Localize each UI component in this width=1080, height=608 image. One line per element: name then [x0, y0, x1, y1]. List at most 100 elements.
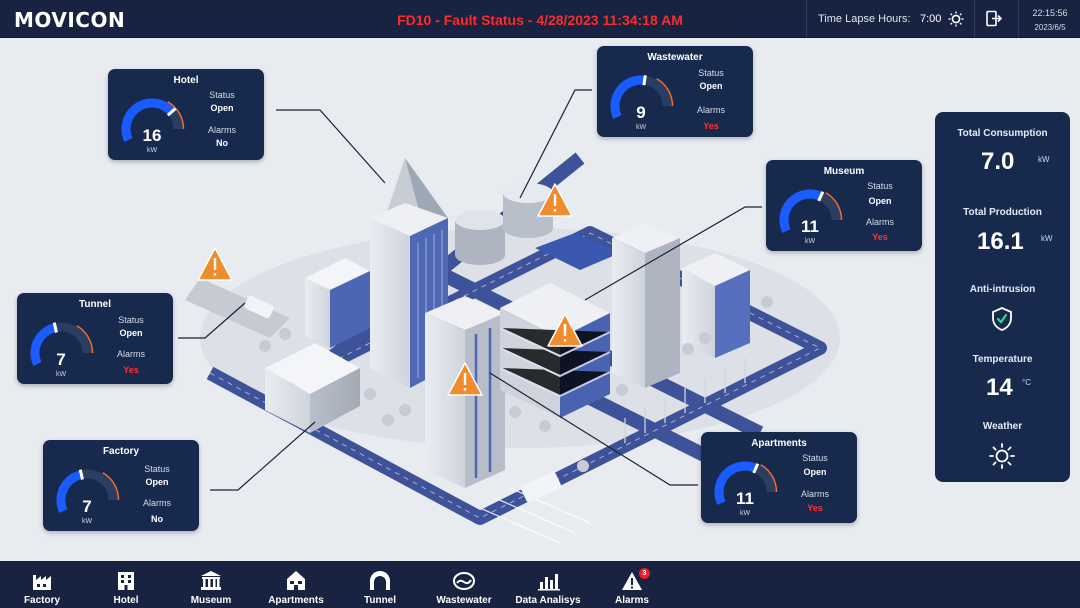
header-divider — [1018, 0, 1019, 38]
anti-intrusion-label: Anti-intrusion — [969, 284, 1036, 295]
time-lapse-label: Time Lapse Hours: — [818, 13, 911, 25]
gauge-needle — [642, 75, 647, 86]
gauge-value: 11 — [736, 489, 754, 508]
gauge-fill — [779, 189, 823, 233]
status-value: Open — [210, 103, 234, 113]
gauge-danger-zone — [825, 192, 843, 221]
nav-item-apartments[interactable]: Apartments — [256, 561, 336, 608]
gauge-value: 7 — [82, 497, 92, 516]
nav-label: Museum — [190, 595, 232, 606]
panel-title: Museum — [823, 166, 865, 177]
app-logo: Movicon — [14, 8, 126, 32]
total-production-label: Total Production — [963, 207, 1042, 218]
city-illustration — [178, 89, 840, 544]
gauge — [121, 98, 185, 142]
museum-panel[interactable]: Museum 11 kW Status Open Alarms Yes — [766, 160, 922, 251]
nav-item-alarms[interactable]: 3 Alarms — [592, 561, 672, 608]
total-consumption-unit: kW — [1038, 155, 1050, 164]
nav-item-data-analysis[interactable]: Data Analisys — [508, 561, 588, 608]
alarm-icon — [622, 572, 642, 590]
gauge-value: 16 — [142, 126, 162, 145]
hotel-tower — [370, 158, 448, 388]
gauge-unit: kW — [804, 238, 816, 245]
gauge-value: 11 — [801, 217, 819, 236]
gauge — [610, 75, 674, 119]
gauge-danger-zone — [760, 464, 778, 493]
wastewater-icon — [453, 572, 475, 590]
nav-item-hotel[interactable]: Hotel — [86, 561, 166, 608]
gauge-needle — [78, 469, 84, 480]
alarms-value: Yes — [807, 503, 823, 513]
gauge — [30, 322, 94, 366]
status-label: Status — [144, 464, 170, 474]
chart-icon — [538, 574, 560, 591]
nav-label: Wastewater — [436, 595, 492, 606]
nav-item-wastewater[interactable]: Wastewater — [424, 561, 504, 608]
header-bar: Movicon FD10 - Fault Status - 4/28/2023 … — [0, 0, 1080, 38]
gauge-danger-zone — [167, 101, 185, 130]
panel-title: Apartments — [751, 438, 807, 449]
nav-item-tunnel[interactable]: Tunnel — [340, 561, 420, 608]
alarms-label: Alarms — [696, 105, 725, 115]
museum-icon — [201, 571, 221, 590]
status-value: Open — [868, 196, 892, 206]
tunnel-icon — [370, 571, 390, 590]
nav-label: Hotel — [113, 595, 139, 606]
gauge-danger-zone — [102, 472, 120, 501]
status-value: Open — [699, 81, 723, 91]
nav-item-museum[interactable]: Museum — [171, 561, 251, 608]
leader-lines — [178, 89, 762, 491]
warning-icon — [547, 313, 583, 347]
status-value: Open — [803, 467, 827, 477]
nav-label: Apartments — [268, 595, 324, 606]
wastewater-panel[interactable]: Wastewater 9 kW Status Open Alarms Yes — [597, 46, 753, 137]
hotel-panel[interactable]: Hotel 16 kW Status Open Alarms No — [108, 69, 264, 160]
gauge-needle — [166, 107, 177, 117]
temperature-value: 14 — [986, 374, 1013, 401]
status-value: Open — [119, 328, 143, 338]
gauge-fill — [30, 323, 57, 366]
temperature-unit: °C — [1022, 378, 1031, 387]
total-consumption-value: 7.0 — [981, 148, 1015, 175]
tunnel-panel[interactable]: Tunnel 7 kW Status Open Alarms Yes — [17, 293, 173, 384]
logout-icon[interactable] — [986, 10, 1003, 32]
gauge-fill — [56, 470, 83, 513]
nav-item-factory[interactable]: Factory — [2, 561, 82, 608]
status-label: Status — [209, 90, 235, 100]
bottom-nav: Factory Hotel Museum Apartments Tunnel — [0, 561, 1080, 608]
alarms-value: Yes — [703, 121, 719, 131]
factory-icon — [33, 575, 51, 590]
warning-icon — [537, 183, 573, 217]
alarms-value: Yes — [123, 365, 139, 375]
nav-label: Factory — [23, 595, 61, 606]
gauge-fill — [714, 461, 758, 505]
status-value: Open — [145, 477, 169, 487]
gauge-value: 7 — [56, 350, 66, 369]
nav-label: Data Analisys — [515, 595, 581, 606]
factory-building — [265, 343, 360, 433]
shield-check-icon[interactable] — [990, 306, 1014, 332]
gauge-unit: kW — [146, 147, 158, 154]
nav-label: Alarms — [615, 595, 649, 606]
alarms-value: No — [216, 138, 228, 148]
alarms-value: Yes — [872, 232, 888, 242]
time-lapse-value[interactable]: 7:00 — [920, 13, 942, 25]
status-label: Status — [802, 453, 828, 463]
alarms-label: Alarms — [800, 489, 829, 499]
gauge-unit: kW — [635, 124, 647, 131]
panel-title: Tunnel — [78, 299, 112, 310]
header-divider — [974, 0, 975, 38]
gauge-unit: kW — [55, 371, 67, 378]
factory-panel[interactable]: Factory 7 kW Status Open Alarms No — [43, 440, 199, 531]
gauge-unit: kW — [81, 518, 93, 525]
warning-icon — [197, 247, 233, 281]
panel-title: Factory — [102, 446, 140, 457]
sun-icon[interactable] — [948, 11, 964, 32]
apartments-panel[interactable]: Apartments 11 kW Status Open Alarms Yes — [701, 432, 857, 523]
nav-label: Tunnel — [363, 595, 397, 606]
alarms-label: Alarms — [865, 217, 894, 227]
clock-time: 22:15:56 — [1032, 8, 1068, 18]
temperature-label: Temperature — [972, 354, 1033, 365]
fault-status: FD10 - Fault Status - 4/28/2023 11:34:18… — [397, 12, 683, 28]
alarms-value: No — [151, 514, 163, 524]
